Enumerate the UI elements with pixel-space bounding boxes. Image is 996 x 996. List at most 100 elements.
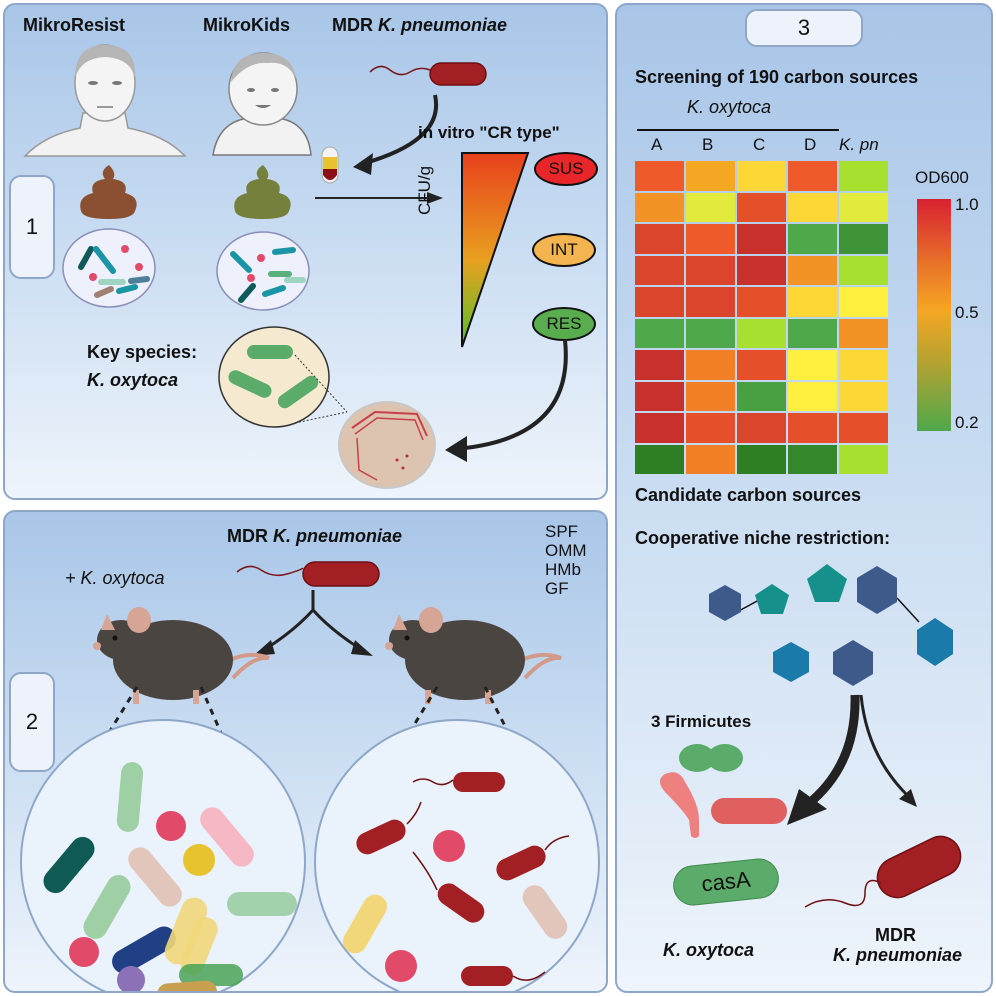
- heatmap-cell-r1-c3: [788, 192, 837, 222]
- heatmap-column-header-4: K. pn: [839, 135, 879, 154]
- candidate-label: Candidate carbon sources: [635, 485, 862, 505]
- stool-brown-icon: [80, 165, 137, 219]
- heatmap-cell-r6-c1: [686, 350, 735, 380]
- kpneumoniae-bacterium-icon-2: [236, 561, 380, 587]
- heatmap-cell-r9-c3: [788, 444, 837, 474]
- panel-cohort-screening: MikroResist MikroKids MDR K. pneumoniae: [3, 3, 608, 500]
- key-species-label: Key species:: [87, 342, 198, 362]
- kpneumoniae-bacterium-icon: [369, 62, 487, 86]
- mdr-kpneumoniae-bacterium-icon: [804, 835, 962, 908]
- panel-mouse-models: MDR K. pneumoniae + K. oxytoca SPF OMM H…: [3, 510, 608, 993]
- heatmap-cell-r0-c1: [686, 161, 735, 191]
- bottom-left-label: K. oxytoca: [663, 940, 755, 960]
- heatmap-cell-r9-c0: [635, 444, 684, 474]
- mouse-model-omm: OMM: [545, 541, 587, 560]
- heatmap-cell-r4-c1: [686, 287, 735, 317]
- heatmap-cell-r3-c4: [839, 255, 888, 285]
- heatmap-cell-r6-c3: [788, 350, 837, 380]
- heatmap-cell-r0-c2: [737, 161, 786, 191]
- heatmap-cell-r9-c1: [686, 444, 735, 474]
- heatmap-cell-r5-c0: [635, 318, 684, 348]
- heatmap-cell-r1-c1: [686, 192, 735, 222]
- key-species-name: K. oxytoca: [87, 370, 179, 390]
- colorbar-tick-min: 0.2: [955, 413, 979, 432]
- stool-green-icon: [234, 165, 291, 219]
- heatmap-cell-r2-c3: [788, 224, 837, 254]
- heatmap-cell-r5-c4: [839, 318, 888, 348]
- colorbar: [917, 199, 951, 431]
- heatmap-cell-r8-c4: [839, 413, 888, 443]
- heatmap-cell-r4-c4: [839, 287, 888, 317]
- heatmap-cell-r4-c2: [737, 287, 786, 317]
- heatmap-cell-r3-c2: [737, 255, 786, 285]
- gut-microbiome-kpneumoniae-icon: [314, 719, 600, 991]
- heatmap-cell-r1-c4: [839, 192, 888, 222]
- group-bracket-line: [637, 129, 839, 131]
- colorbar-tick-mid: 0.5: [955, 303, 979, 322]
- heatmap-cell-r5-c3: [788, 318, 837, 348]
- cfu-axis-label: CFU/g: [415, 165, 434, 215]
- mouse-right-icon: [385, 607, 562, 704]
- split-arrows-icon: [253, 590, 373, 656]
- heatmap-column-header-2: C: [753, 135, 766, 154]
- gut-microbiome-koxytoca-icon: [20, 719, 306, 991]
- firmicutes-label: 3 Firmicutes: [651, 712, 752, 731]
- heatmap-cell-r9-c2: [737, 444, 786, 474]
- heatmap-cell-r5-c1: [686, 318, 735, 348]
- heatmap-cell-r1-c0: [635, 192, 684, 222]
- heatmap-cell-r5-c2: [737, 318, 786, 348]
- category-int: INT: [532, 233, 596, 267]
- heatmap-cell-r2-c2: [737, 224, 786, 254]
- treatment-label: + K. oxytoca: [65, 568, 165, 588]
- cohort-label-mikroresist: MikroResist: [23, 15, 126, 35]
- heatmap-cell-r7-c4: [839, 381, 888, 411]
- firmicutes-bacteria-icon: [660, 744, 787, 838]
- heatmap-cell-r3-c1: [686, 255, 735, 285]
- mouse-model-hmb: HMb: [545, 560, 581, 579]
- challenge-title: MDR K. pneumoniae: [227, 526, 403, 546]
- heatmap-cell-r8-c1: [686, 413, 735, 443]
- bottom-right-label-line1: MDR: [875, 925, 916, 945]
- heatmap-cell-r0-c4: [839, 161, 888, 191]
- cohort-label-mikrokids: MikroKids: [203, 15, 291, 35]
- mouse-model-list: SPF OMM HMb GF: [545, 522, 587, 598]
- heatmap-cell-r2-c1: [686, 224, 735, 254]
- screen-title: Screening of 190 carbon sources: [635, 67, 919, 87]
- heatmap-cell-r4-c3: [788, 287, 837, 317]
- heatmap-cell-r8-c3: [788, 413, 837, 443]
- heatmap-cell-r6-c0: [635, 350, 684, 380]
- mouse-left-icon: [93, 607, 270, 704]
- casa-koxytoca-bacterium: casA: [671, 856, 781, 908]
- heatmap-cell-r4-c0: [635, 287, 684, 317]
- child-icon: [212, 52, 312, 156]
- heatmap-cell-r9-c4: [839, 444, 888, 474]
- arrow-to-tube-icon: [353, 94, 439, 175]
- step-number-1: 1: [9, 175, 55, 279]
- bottom-right-label-line2: K. pneumoniae: [833, 945, 963, 965]
- heatmap-column-header-3: D: [804, 135, 817, 154]
- heatmap-cell-r2-c0: [635, 224, 684, 254]
- heatmap-cell-r2-c4: [839, 224, 888, 254]
- heatmap-cell-r7-c1: [686, 381, 735, 411]
- category-sus: SUS: [534, 152, 598, 186]
- assay-title: in vitro "CR type": [418, 123, 560, 142]
- arrow-to-cr-type-icon: [315, 192, 443, 204]
- heatmap-column-header-0: A: [651, 135, 663, 154]
- zoom-dotted-lines: [294, 354, 348, 424]
- heatmap-cell-r8-c2: [737, 413, 786, 443]
- carbon-source-molecules-icon: [709, 564, 953, 686]
- group-label: K. oxytoca: [687, 97, 772, 117]
- panel-carbon-screening: 3 Screening of 190 carbon sources K. oxy…: [615, 3, 993, 993]
- cfu-gradient-triangle: [461, 152, 530, 348]
- microbiome-adult-icon: [62, 228, 156, 308]
- agar-plate-icon: [338, 401, 436, 489]
- sample-tube-icon: [321, 146, 339, 184]
- heatmap-cell-r6-c4: [839, 350, 888, 380]
- microbiome-child-icon: [216, 231, 310, 311]
- koxytoca-magnified-icon: [218, 326, 330, 428]
- mouse-model-spf: SPF: [545, 522, 579, 541]
- heatmap-cell-r3-c3: [788, 255, 837, 285]
- heatmap-cell-r7-c0: [635, 381, 684, 411]
- step-number-3: 3: [745, 9, 863, 47]
- heatmap-cell-r3-c0: [635, 255, 684, 285]
